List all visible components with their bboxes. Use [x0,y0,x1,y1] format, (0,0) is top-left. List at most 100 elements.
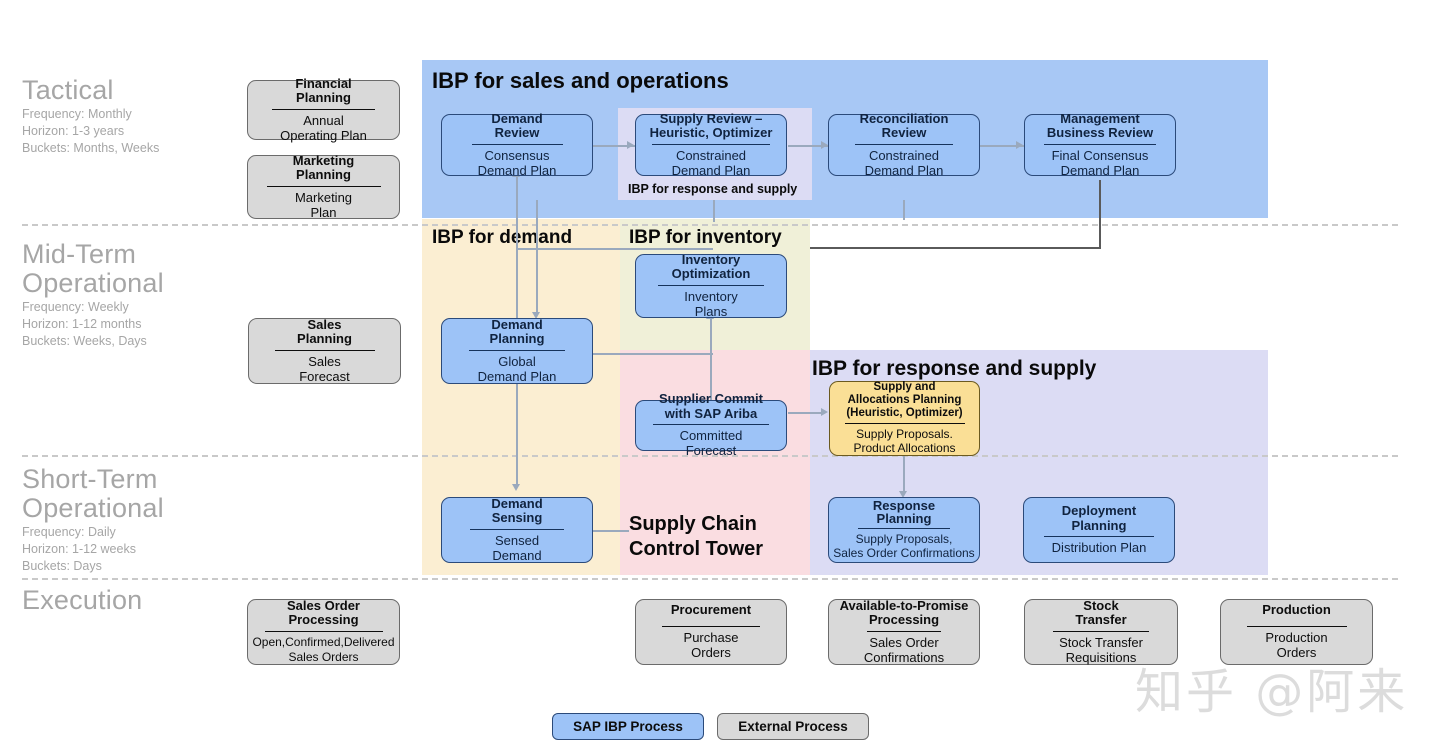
connector-reconciliation-to-management [980,145,1026,147]
deployment-planning-body-line1: Distribution Plan [1051,540,1147,555]
response-planning-head-line1: Response [872,498,936,513]
demand-sensing-body-line2: Demand [492,547,542,563]
era-name-midterm-line1: Mid-Term [22,239,137,269]
demand-sensing-divider [470,528,564,530]
reconciliation-review-body-line2: Demand Plan [864,162,944,178]
node-supplier-commit-sap-ariba[interactable]: Supplier Commit with SAP Ariba Committed… [635,391,787,458]
reconciliation-review-divider [855,143,953,145]
era-separator-shortterm-execution [22,578,1398,580]
connector-demand-sensing-right [593,530,629,532]
arrowhead-demand-planning [532,312,540,319]
arrowhead-response-planning [899,491,907,498]
inventory-optimization-body-line2: Plans [694,303,728,319]
era-label-execution: Execution [22,586,142,615]
node-production[interactable]: Production Production Orders [1220,599,1373,665]
node-sales-order-processing[interactable]: Sales Order Processing Open,Confirmed,De… [247,597,400,665]
node-demand-review[interactable]: Demand Review Consensus Demand Plan [441,111,593,178]
marketing-planning-body-line2: Plan [310,204,337,220]
sales-planning-divider [274,349,375,351]
connector-demand-planning-to-demand-sensing [516,384,518,484]
node-supply-and-allocations-planning[interactable]: Supply and Allocations Planning (Heurist… [829,381,980,456]
connector-demand-planning-right [593,353,713,355]
era-buckets-tactical: Buckets: Months, Weeks [22,141,160,155]
reconciliation-review-head-line2: Review [881,125,927,140]
demand-review-body-line2: Demand Plan [477,162,557,178]
demand-review-head-line2: Review [494,125,540,140]
production-divider [1246,625,1347,627]
node-sales-planning[interactable]: Sales Planning Sales Forecast [248,317,401,384]
inventory-optimization-head-line1: Inventory [681,251,741,267]
connector-supply-review-to-reconciliation [788,145,830,147]
response-planning-head-line2: Planning [876,511,932,526]
node-inventory-optimization[interactable]: Inventory Optimization Inventory Plans [635,251,787,319]
supply-review-head-line1: Supply Review – [659,110,763,126]
demand-review-divider [471,143,563,145]
procurement-divider [662,625,760,627]
supply-review-body-line1: Constrained [675,147,747,163]
reconciliation-review-head-line1: Reconciliation [859,110,949,126]
connector-demand-band-rail [516,248,713,250]
available-to-promise-head-line2: Processing [868,612,940,627]
era-label-mid-term-operational: Mid-Term Operational Frequency: Weekly H… [22,240,164,349]
node-financial-planning[interactable]: Financial Planning Annual Operating Plan [247,75,400,143]
node-deployment-planning[interactable]: Deployment Planning Distribution Plan [1023,497,1175,563]
era-frequency-shortterm: Frequency: Daily [22,525,116,539]
deployment-planning-divider [1044,536,1154,537]
marketing-planning-body-line1: Marketing [294,189,353,205]
supplier-commit-body-line2: Forecast [685,443,737,458]
node-demand-planning[interactable]: Demand Planning Global Demand Plan [441,316,593,384]
node-demand-sensing[interactable]: Demand Sensing Sensed Demand [441,495,593,563]
connector-supplier-commit-to-supply-allocations [788,412,822,414]
arrowhead-demand-sensing [512,484,520,491]
era-name-shortterm-line2: Operational [22,493,164,523]
available-to-promise-body-line1: Sales Order [869,634,939,650]
sales-planning-head-line2: Planning [297,331,352,346]
production-body-line1: Production [1265,629,1328,645]
control-tower-line2: Control Tower [629,538,764,560]
deployment-planning-head-line1: Deployment [1061,503,1137,518]
era-frequency-midterm: Frequency: Weekly [22,300,129,314]
era-name-midterm-line2: Operational [22,268,164,298]
supply-allocations-divider [844,423,965,424]
marketing-planning-divider [266,185,381,187]
marketing-planning-head-line1: Marketing [292,152,355,168]
node-available-to-promise-processing[interactable]: Available-to-Promise Processing Sales Or… [828,598,980,665]
demand-planning-head-line1: Demand [491,316,543,332]
demand-sensing-head-line2: Sensing [491,510,543,525]
era-frequency-tactical: Frequency: Monthly [22,107,132,121]
node-reconciliation-review[interactable]: Reconciliation Review Constrained Demand… [828,110,980,178]
node-management-business-review[interactable]: Management Business Review Final Consens… [1024,111,1176,178]
sales-order-processing-body-line1: Open,Confirmed,Delivered [252,634,395,649]
legend-sap-ibp-process[interactable]: SAP IBP Process [552,713,704,740]
legend-external-process[interactable]: External Process [717,713,869,740]
financial-planning-head-line1: Financial [295,75,352,91]
production-head-line1: Production [1262,602,1331,618]
financial-planning-head-line2: Planning [296,90,351,105]
connector-management-review-left [810,247,1101,249]
node-stock-transfer[interactable]: Stock Transfer Stock Transfer Requisitio… [1024,598,1178,665]
band-title-inventory: IBP for inventory [629,227,782,248]
node-supply-review[interactable]: Supply Review – Heuristic, Optimizer Con… [635,110,787,178]
production-body-line2: Orders [1276,644,1317,660]
connector-supplier-commit-to-inventory-optimization [710,318,712,400]
node-response-planning[interactable]: Response Planning Supply Proposals, Sale… [828,497,980,563]
node-procurement[interactable]: Procurement Purchase Orders [635,599,787,665]
arrowhead-supply-allocations [821,408,828,416]
era-separator-midterm-shortterm [22,455,1398,457]
demand-review-body-line1: Consensus [484,147,550,163]
sales-order-processing-head-line1: Sales Order [287,597,360,613]
connector-supply-review-down [713,200,715,222]
procurement-body-line1: Purchase [683,629,739,645]
marketing-planning-head-line2: Planning [296,167,351,182]
supply-allocations-body-line2: Product Allocations [853,441,956,455]
demand-planning-divider [469,349,565,351]
arrowhead-supply-review [627,141,634,149]
band-title-supply-subpanel: IBP for response and supply [628,182,798,196]
band-supply-chain-control-tower [620,350,810,575]
demand-planning-body-line1: Global [498,353,536,369]
sales-planning-body-line1: Sales [308,353,341,369]
demand-sensing-head-line1: Demand [491,495,543,511]
era-horizon-shortterm: Horizon: 1-12 weeks [22,542,136,556]
node-marketing-planning[interactable]: Marketing Planning Marketing Plan [247,152,400,220]
